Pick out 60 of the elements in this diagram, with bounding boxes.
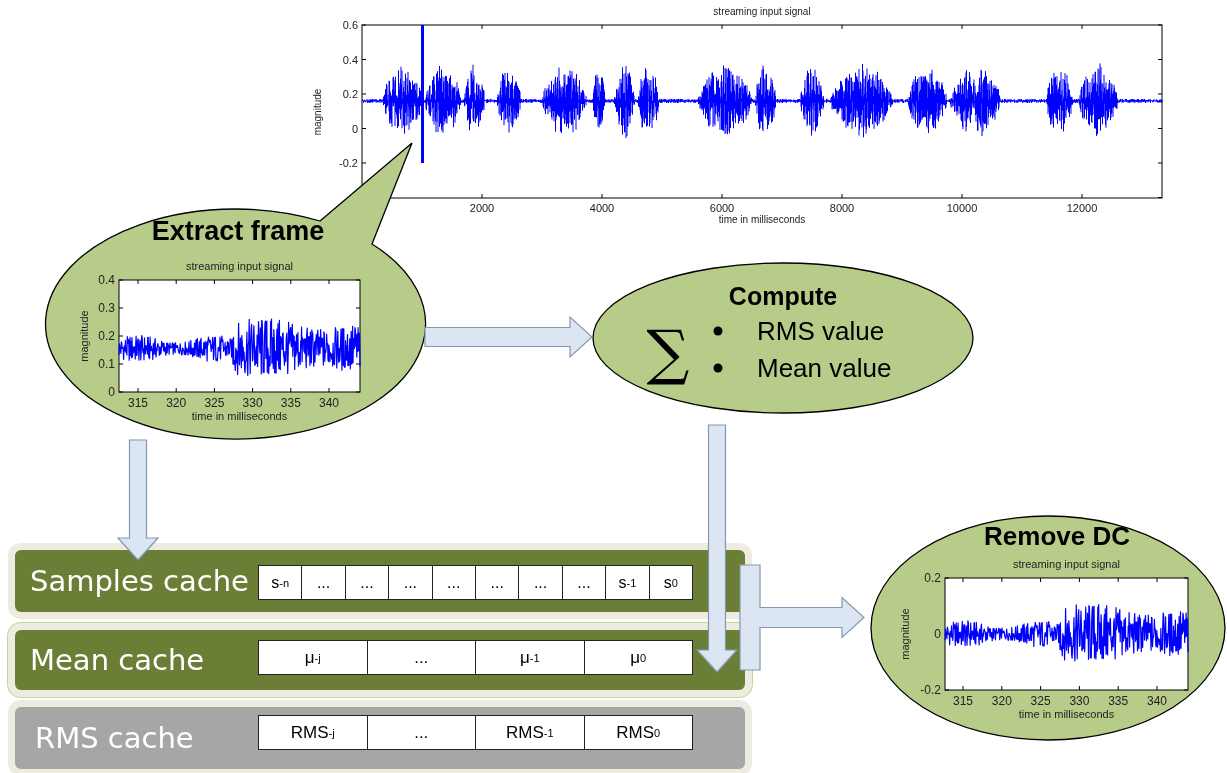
axis-label: time in milliseconds — [191, 410, 288, 422]
list-item: Mean value — [757, 355, 892, 381]
cache-cell: ... — [366, 715, 476, 750]
tick-label: 0.2 — [924, 572, 941, 584]
cache-cell: ... — [561, 565, 607, 600]
axis-label: time in milliseconds — [718, 214, 806, 225]
tick-label: 0 — [108, 386, 115, 398]
band-label: Samples cache — [30, 566, 249, 596]
tick-label: 340 — [1147, 694, 1167, 707]
axis-label: magnitude — [78, 310, 90, 362]
tick-label: 0.2 — [98, 330, 115, 342]
cache-cell: ... — [301, 565, 346, 600]
tick-label: 335 — [1108, 694, 1129, 707]
tick-label: 0.3 — [98, 302, 115, 314]
tick-label: 0.4 — [98, 274, 115, 286]
tick-label: 6000 — [709, 202, 735, 214]
tick-label: 0.2 — [342, 88, 358, 100]
tick-label: 12000 — [1066, 202, 1098, 214]
cache-cell: ... — [518, 565, 563, 600]
tick-label: 330 — [242, 396, 263, 409]
tick-label: -0.2 — [920, 684, 941, 696]
tick-label: 2000 — [469, 202, 495, 214]
tick-label: 0.6 — [342, 19, 358, 31]
chart-title: streaming input signal — [1013, 558, 1120, 570]
tick-label: 320 — [991, 694, 1012, 707]
block-arrow — [116, 439, 160, 561]
tick-label: 315 — [128, 396, 148, 409]
cache-cell: ... — [431, 565, 476, 600]
tick-label: 0.1 — [98, 358, 115, 370]
tick-label: 320 — [166, 396, 187, 409]
tick-label: 325 — [1030, 694, 1051, 707]
band-label: Mean cache — [30, 645, 205, 675]
cache-cell: ... — [475, 565, 520, 600]
cache-cell: ... — [388, 565, 433, 600]
tick-label: 315 — [953, 694, 973, 707]
tick-label: 0.4 — [342, 54, 358, 65]
axis-label: time in milliseconds — [1018, 708, 1115, 720]
block-arrow — [695, 424, 739, 673]
list-item: RMS value — [757, 318, 885, 344]
cache-cell: ... — [366, 640, 476, 675]
band-label: RMS cache — [35, 723, 194, 753]
node-title: Extract frame — [151, 217, 325, 245]
tick-label: 330 — [1069, 694, 1090, 707]
tick-label: 0 — [351, 123, 358, 134]
tick-label: 4000 — [589, 202, 615, 214]
tick-label: -0.2 — [339, 157, 358, 169]
tick-label: 8000 — [829, 202, 855, 214]
tick-label: 10000 — [946, 202, 978, 214]
block-arrow — [739, 564, 865, 671]
tick-label: 0 — [934, 628, 941, 640]
node-title: Remove DC — [984, 523, 1130, 549]
chart-title: streaming input signal — [713, 7, 811, 17]
tick-label: 335 — [280, 396, 301, 409]
cache-cell: ... — [344, 565, 390, 600]
block-arrow — [424, 315, 593, 359]
chart-title: streaming input signal — [186, 260, 293, 272]
tick-label: 340 — [319, 396, 339, 409]
axis-label: magnitude — [899, 608, 911, 660]
node-title: Compute — [728, 283, 838, 309]
tick-label: 325 — [204, 396, 225, 409]
